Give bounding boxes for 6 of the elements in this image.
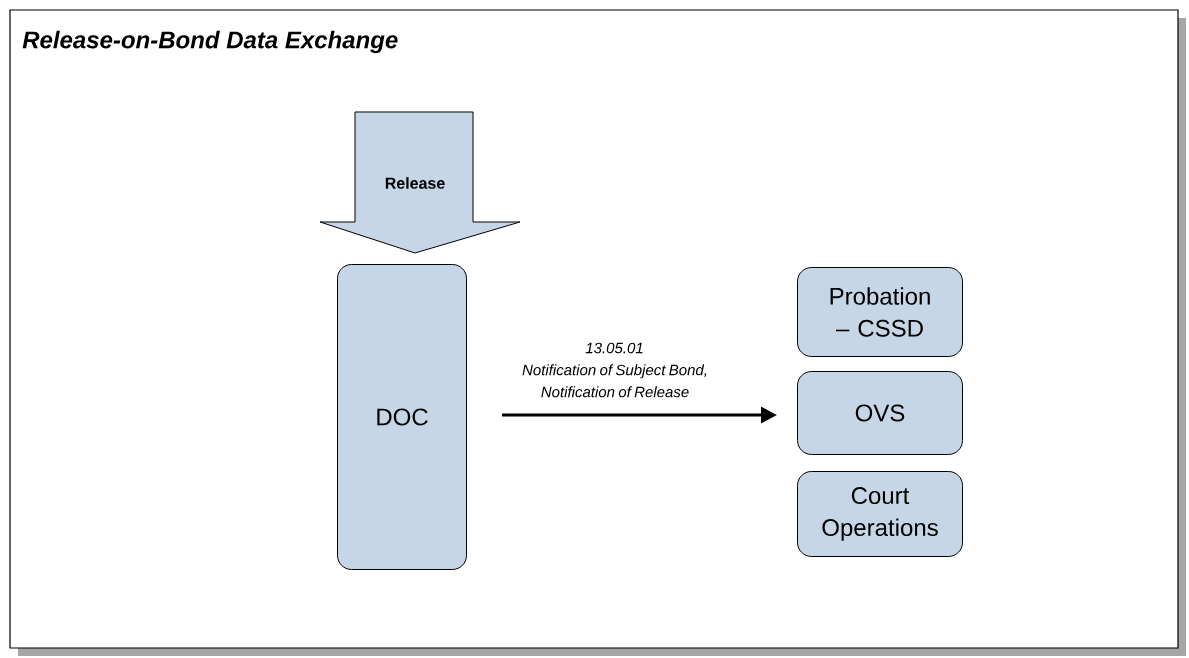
title: Release-on-Bond Data Exchange xyxy=(22,30,398,54)
process-box: OVS xyxy=(797,371,963,455)
process-box: Probation – CSSD xyxy=(797,267,963,357)
process-box: Court Operations xyxy=(797,471,963,557)
process-box: DOC xyxy=(337,264,467,570)
edge-label: 13.05.01 Notification of Subject Bond, Notification of Release xyxy=(522,342,707,398)
